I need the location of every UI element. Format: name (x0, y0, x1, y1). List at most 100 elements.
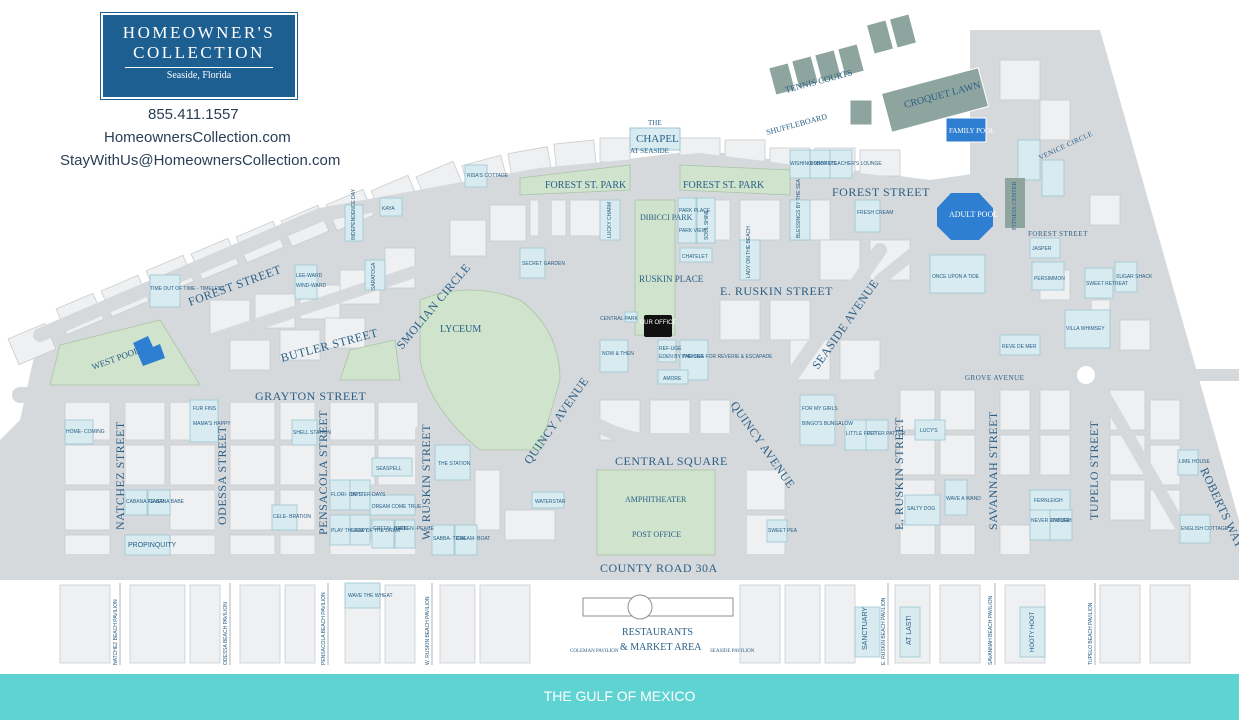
brand-location: Seaside, Florida (166, 70, 232, 81)
label-villa-whimsey: VILLA WHIMSEY (1066, 326, 1105, 332)
our-office-marker[interactable]: OUR OFFICE (640, 315, 677, 337)
label-e-ruskin-street: E. RUSKIN STREET (892, 417, 906, 530)
label-pitter-patter: PITTER PATTER (867, 431, 906, 437)
label-market-area: & MARKET AREA (620, 642, 702, 653)
label-persimmon: PERSIMMON (1034, 276, 1065, 282)
label-chapel: CHAPEL (636, 133, 679, 145)
label-fernleigh: FERNLEIGH (1034, 498, 1063, 504)
label-time-out: TIME OUT OF TIME - TIMELESS (150, 286, 225, 292)
label-odessa-street: ODESSA STREET (215, 425, 229, 525)
recreation (133, 13, 1101, 390)
label-english-cottage: ENGLISH COTTAGE (1181, 526, 1229, 532)
label-post-office: POST OFFICE (632, 530, 681, 539)
label-risas-cottage: RISA'S COTTAGE (467, 173, 509, 179)
label-play-therapy: PLAY THERAPY (331, 528, 369, 534)
label-tupelo-pavilion: TUPELO BEACH PAVILION (1088, 602, 1094, 665)
label-ruskin-place: RUSKIN PLACE (639, 274, 704, 284)
forest-st-park-west (519, 164, 631, 196)
label-forest-street-short: FOREST STREET (1028, 230, 1088, 238)
label-amore: AMORE (663, 376, 682, 382)
label-sweet-pea: SWEET PEA (768, 528, 798, 534)
label-grayton-street: GRAYTON STREET (255, 389, 367, 403)
label-county-road: COUNTY ROAD 30A (600, 561, 718, 575)
contact-email[interactable]: StayWithUs@HomeownersCollection.com (60, 152, 341, 169)
label-cabana-babe: CABANA BABE (149, 499, 185, 505)
label-forest-st-park-2: FOREST ST. PARK (683, 180, 765, 191)
label-independence-day: INDEPENDENCE DAY (351, 188, 357, 240)
label-bobby-ds: BOBBY D'S (810, 161, 837, 167)
label-park-view: PARK VIEW (679, 228, 707, 234)
label-kaya: KAYA (382, 206, 395, 212)
label-natchez-street: NATCHEZ STREET (113, 421, 127, 530)
label-sugar-shack: SUGAR SHACK (1116, 274, 1153, 280)
label-for-my-girls: FOR MY GIRLS (802, 406, 838, 412)
gulf-of-mexico: THE GULF OF MEXICO (0, 674, 1239, 720)
label-savannah-street: SAVANNAH STREET (986, 411, 1000, 530)
contact-website[interactable]: HomeownersCollection.com (104, 129, 291, 146)
label-refuge: REF-UGE (659, 346, 682, 352)
label-central-square: CENTRAL SQUARE (615, 454, 728, 468)
label-sweet-retreat: SWEET RETREAT (1086, 281, 1128, 287)
label-adult-pool: ADULT POOL (949, 210, 998, 219)
label-hooty-hoot: HOOTY HOOT (1030, 611, 1036, 652)
label-savannah-pavilion: SAVANNAH BEACH PAVILION (988, 596, 994, 665)
label-at-last: AT LAST! (906, 615, 913, 645)
label-mamas-happy: MAMA'S HAPPY (193, 421, 231, 427)
label-wave-a-wand: WAVE A WAND (946, 496, 981, 502)
label-seaside-pavilion: SEASIDE PAVILION (710, 649, 755, 654)
label-parking: PARKING FOR REVERIE & ESCAPADE (682, 354, 773, 360)
label-park-place: PARK PLACE (679, 208, 711, 214)
label-pensacola-street: PENSACOLA STREET (316, 410, 330, 535)
label-green-back: GREEN -BACK (373, 526, 408, 532)
label-lucys: LUCY'S (920, 428, 938, 434)
label-odessa-pavilion: ODESSA BEACH PAVILION (223, 602, 229, 665)
label-never-enough: NEVER ENOUGH (1031, 518, 1072, 524)
label-chapel-the: THE (648, 119, 662, 127)
label-lee-ward: LEE-WARD (296, 273, 323, 279)
label-secret-garden: SECRET GARDEN (522, 261, 565, 267)
label-floridays: FLORI- DAYS (331, 492, 363, 498)
label-propinquity: PROPINQUITY (128, 542, 177, 549)
label-natchez-pavilion: NATCHEZ BEACH PAVILION (113, 599, 119, 665)
label-eden-by-the-sea: EDEN BY THE SEA (659, 354, 704, 360)
label-pensacola-pavilion: PENSACOLA BEACH PAVILION (321, 592, 327, 665)
label-green-peace: GREEN -PEACE (396, 526, 434, 532)
label-wind-ward: WIND-WARD (296, 283, 326, 289)
market-area (582, 594, 734, 620)
teal-lots (64, 139, 1211, 556)
label-soul-shine: SOUL SHINE (704, 209, 710, 240)
label-sanctuary: SANCTUARY (862, 607, 869, 650)
label-fitness-center: FITNESS CENTER (1012, 181, 1018, 230)
label-wishing-shore: WISHING SHORE (790, 161, 832, 167)
beach-teal (344, 582, 1046, 658)
label-chatelet: CHATELET (682, 254, 708, 260)
label-restaurants: RESTAURANTS (622, 627, 693, 638)
label-luck-of-the-draw: LUCK OF THE DRAW (351, 528, 401, 534)
label-amphitheater: AMPHITHEATER (625, 495, 687, 504)
label-lucky-charm: LUCKY CHARM (607, 202, 613, 238)
contact-phone[interactable]: 855.411.1557 (148, 106, 239, 123)
parks (49, 164, 791, 556)
label-w-ruskin-street: W. RUSKIN STREET (419, 424, 433, 540)
label-fresh-cream: FRESH CREAM (857, 210, 893, 216)
label-shell-station: SHELL STATION (293, 430, 331, 436)
label-e-ruskin-pavilion: E. RUSKIN BEACH PAVILION (881, 597, 887, 665)
brand-line-2: COLLECTION (133, 43, 265, 62)
label-fur-fins: FUR FINS (193, 406, 217, 412)
label-the-station: THE STATION (438, 461, 471, 467)
label-once-upon-a-tide: ONCE UPON A TIDE (932, 274, 980, 280)
pavilion-markers (119, 583, 1096, 665)
label-sabbatical: SABBA- TICAL (433, 536, 467, 542)
lyceum-lawn (419, 289, 561, 451)
brand-divider (125, 67, 273, 68)
pavilion-labels: NATCHEZ BEACH PAVILION ODESSA BEACH PAVI… (113, 592, 1094, 665)
label-family-pool: FAMILY POOL (949, 127, 994, 135)
label-lady-on-the-beach: LADY ON THE BEACH (746, 226, 752, 278)
label-forest-street-east: FOREST STREET (832, 185, 930, 199)
label-central-park: CENTRAL PARK (600, 316, 638, 322)
label-lime-house: LIME HOUSE (1179, 459, 1211, 465)
label-saratoga: SARATOGA (371, 262, 377, 290)
label-salty-dog: SALTY DOG (907, 506, 935, 512)
brand-logo: HOMEOWNER'S COLLECTION Seaside, Florida (100, 12, 298, 100)
label-little-feet: LITTLE FEET (846, 431, 877, 437)
